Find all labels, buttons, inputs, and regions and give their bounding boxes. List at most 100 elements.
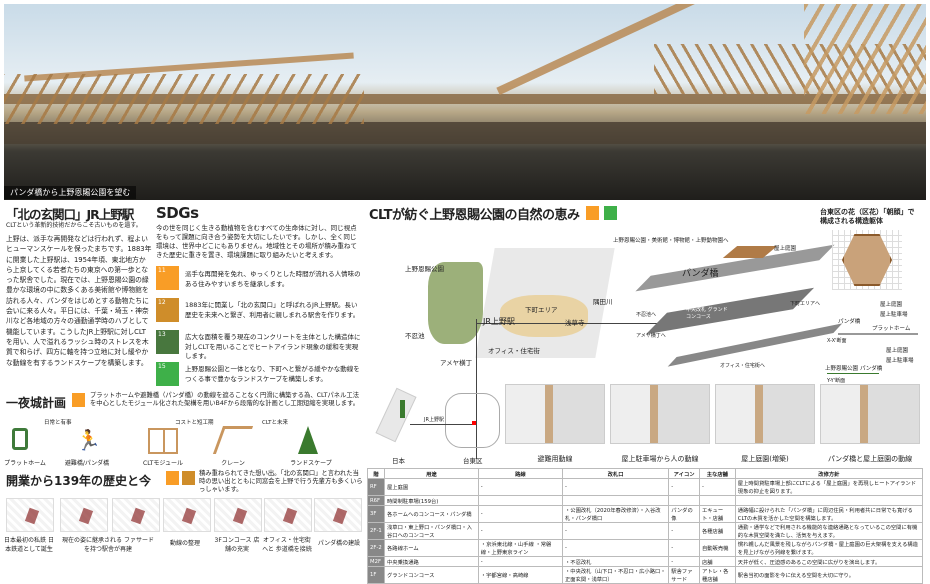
section-caption: 屋上駐車場から人の動線: [621, 455, 699, 463]
map-label: 日本: [392, 457, 405, 465]
map-label: 下町エリア: [525, 306, 558, 314]
section-label: 屋上駐車場: [880, 312, 908, 318]
taito-map: [445, 393, 500, 448]
table-cell: アトレ・各種店舗: [698, 566, 736, 584]
table-cell: 慣れ親しんだ風景を残しながらパンダ橋・屋上庭園の巨大架構を支える構造を見上げなが…: [734, 539, 924, 557]
sdg-12-icon: 12: [156, 298, 179, 322]
train-icon: [12, 428, 28, 450]
history-step: 日本最初の私鉄 日本鉄道として誕生: [4, 537, 54, 553]
table-cell: ・不忍改札: [561, 556, 670, 567]
column-header: 階: [367, 468, 385, 479]
shitamachi-area: [500, 295, 588, 337]
intro-subtitle: CLTという革新的技術だからこそ古いものを遺す。: [6, 222, 142, 229]
table-cell: M2F: [367, 556, 385, 567]
section-label: パンダ橋: [838, 319, 861, 325]
japan-map: [375, 387, 417, 443]
column-header: 主な店舗: [698, 468, 736, 479]
map-label: 上野恩賜公園: [405, 265, 444, 273]
column-header: 用途: [384, 468, 479, 479]
cube-icon: [148, 428, 178, 454]
section-line: [827, 373, 879, 374]
section-title: Y-Y'断面: [827, 378, 846, 384]
table-cell: R6F: [367, 495, 385, 506]
map-label: 不忍池: [405, 332, 425, 340]
sdg-15-icon: [604, 206, 617, 220]
table-cell: -: [668, 478, 700, 496]
crane-icon: [212, 426, 254, 454]
plan-text: プラットホームや避難橋（パンダ橋）の動線を遮ることなく円滑に構築する為、CLTパ…: [90, 392, 360, 407]
sdg-text: 上野恩賜公園と一体となり、下町へと繋がる緩やかな動線をつくる事で豊かなランドスケ…: [185, 365, 360, 383]
sdg-11-icon: [72, 393, 85, 407]
table-cell: 2F-2: [367, 539, 385, 557]
icon-label: プラットホーム: [4, 460, 46, 467]
history-step: 3Fコンコース 店舗の充実: [214, 537, 260, 553]
section-caption: 屋上庭園(増築): [741, 455, 789, 463]
sdg-text: 派手な再開発を免れ、ゆっくりとした時間が流れる人情味のある住みやすいまちを継承し…: [185, 270, 361, 288]
sdgs-intro: 今の世を同じく生きる動植物を含むすべての生命体に対し、同じ視点をもって課題に向き…: [156, 224, 357, 259]
axo-label: 下町エリアへ: [790, 301, 821, 307]
table-cell: -: [477, 505, 563, 523]
icon-label: 避難橋/パンダ橋: [64, 460, 110, 467]
intro-body: 上野は、派手な再開発などは行われず、程よいヒューマンスケールを保ったまちです。1…: [6, 235, 152, 367]
icon-label: CLTモジュール: [143, 460, 183, 467]
table-cell: [561, 495, 670, 506]
table-cell: 2F-1: [367, 522, 385, 540]
axo-label: 上野恩賜公園・美術館・博物館・上野動物園へ: [613, 238, 729, 244]
history-map: [6, 498, 54, 532]
column-header: アイコン: [668, 468, 700, 479]
sdg-13-icon: 13: [156, 330, 179, 354]
history-text: 積み重ねられてきた想い出。「北の玄関口」と言われた当時の思い出とともに同窓会を上…: [199, 470, 363, 493]
photo-caption: パンダ橋から上野恩賜公園を望む: [4, 186, 137, 199]
history-map: [163, 498, 211, 532]
nature-title: CLTが紡ぐ上野恩賜公園の自然の恵み: [369, 208, 580, 223]
axo-label: 中央改札 グランドコンコース: [686, 307, 728, 320]
section-label: パンダ橋: [860, 366, 883, 372]
table-cell: 自動販売機: [698, 539, 736, 557]
table-cell: 通路幅に設けられた「パンダ橋」に周辺住民・利用者共に日常でも寛げるCLTの木質を…: [734, 505, 924, 523]
icon-label: ランドスケープ: [290, 460, 332, 467]
hero-photo: [4, 4, 926, 200]
table-cell: パンダの像: [668, 505, 700, 523]
sdg-11-icon: 11: [156, 266, 179, 290]
table-cell: -: [668, 539, 700, 557]
table-cell: [668, 495, 700, 506]
table-cell: 各ホームへのコンコース・パンダ橋: [384, 505, 479, 523]
table-cell: ・公園改札（2020年春改修済）・入谷改札・パンダ橋口: [561, 505, 670, 523]
table-header-row: 階用途路線改札口アイコン主な店舗改修方針: [367, 468, 924, 479]
axo-label: 不忍池へ: [636, 312, 657, 318]
table-cell: 屋上庭園: [384, 478, 479, 496]
section-label: 屋上駐車場: [886, 358, 914, 364]
runner-icon: 🏃: [76, 428, 101, 452]
table-cell: -: [561, 539, 670, 557]
column-header: 改札口: [561, 468, 670, 479]
locator-line: [476, 323, 661, 324]
plan-title: 一夜城計画: [6, 396, 67, 410]
column-header: 路線: [477, 468, 563, 479]
map-label: 隅田川: [593, 298, 613, 306]
map-label: 台東区: [463, 457, 483, 465]
flower-title: 台東区の花（区花）「朝顔」で構成される構造躯体: [820, 208, 915, 225]
table-cell: 時間制駐車場(159台): [384, 495, 479, 506]
history-title: 開業から139年の歴史と今: [6, 474, 152, 488]
sdg-11-icon: [586, 206, 599, 220]
map-label: 浅草寺: [565, 319, 585, 327]
table-cell: -: [698, 478, 736, 496]
section-label: 屋上庭園: [880, 302, 903, 308]
park-area: [428, 262, 483, 344]
history-step: パンダ橋の建設: [317, 540, 361, 547]
table-cell: 中央乗換通路: [384, 556, 479, 567]
table-cell: 通勤・通学などで利用される機能的な連絡通路となっているこの空間に有機的な木質空間…: [734, 522, 924, 540]
table-cell: RF: [367, 478, 385, 496]
history-map: [264, 498, 312, 532]
table-cell: -: [477, 556, 563, 567]
tree-icon: [298, 426, 318, 454]
sdg-11-icon: [166, 471, 179, 485]
tohoku-highlight: [400, 400, 405, 418]
section-caption: パンダ橋と屋上庭園の動線: [827, 455, 913, 463]
history-step: 動線の整理: [169, 540, 200, 547]
